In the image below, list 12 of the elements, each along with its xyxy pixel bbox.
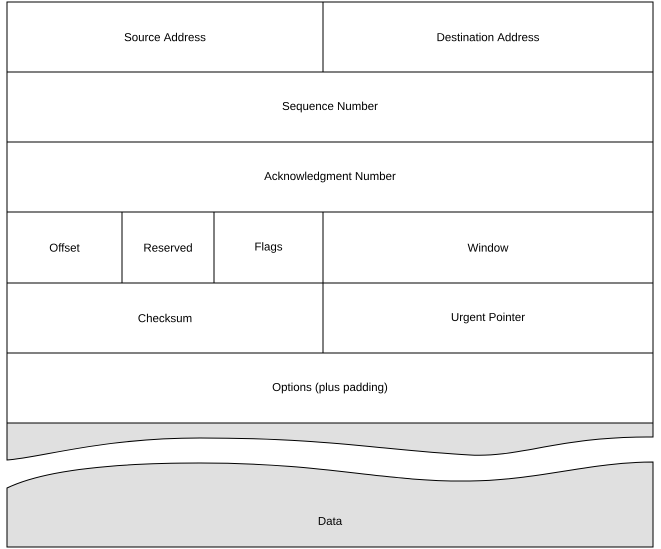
field-cell: Options (plus padding) (6, 352, 654, 424)
field-cell: Reserved (122, 212, 214, 284)
field-cell: Offset (6, 212, 122, 284)
field-cell: Flags (214, 212, 324, 284)
field-cell: Acknowledgment Number (6, 142, 654, 212)
field-cell: Window (322, 212, 654, 284)
data-block: Data (6, 462, 654, 548)
field-cell: Sequence Number (6, 72, 654, 142)
field-cell: Urgent Pointer (322, 282, 654, 354)
field-cell: Checksum (6, 282, 324, 354)
field-cell: Destination Address (322, 2, 654, 72)
field-cell: Source Address (6, 2, 324, 72)
